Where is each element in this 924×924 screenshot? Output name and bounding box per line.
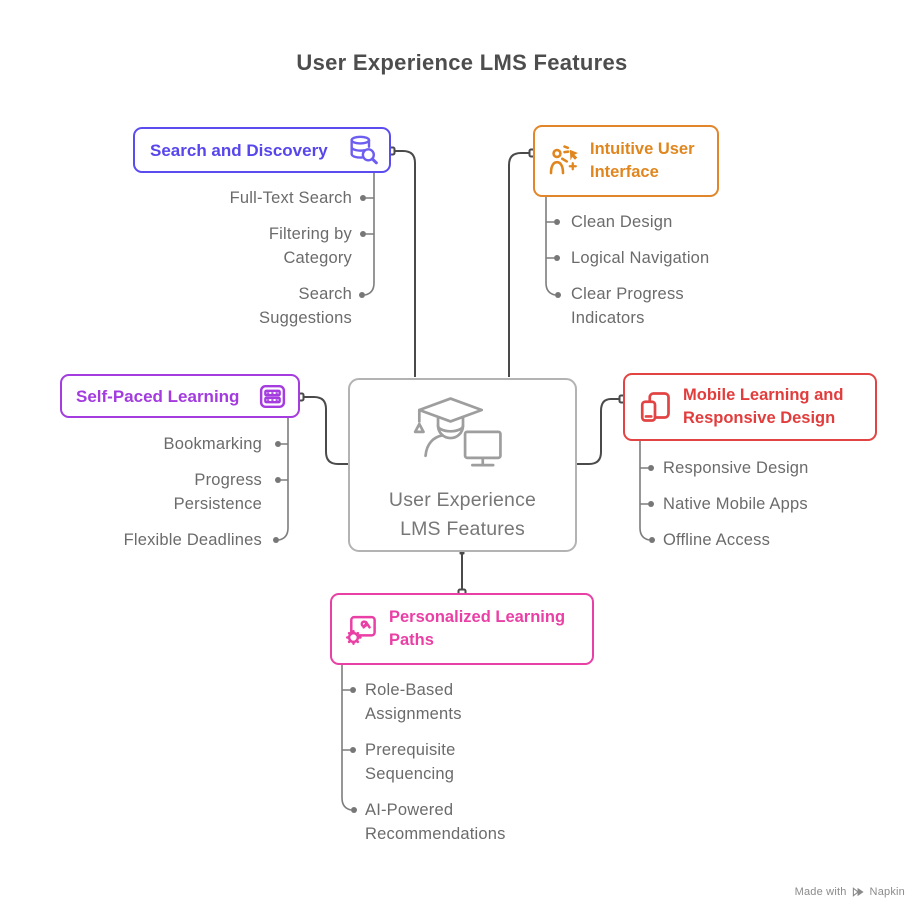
node-mobile-label: Mobile Learning and Responsive Design [683,386,844,427]
node-center: User Experience LMS Features [348,378,577,552]
subconnector-personalized [341,665,352,811]
sub-item-clean-design: Clean Design [571,213,673,231]
subconnector-intuitive [545,197,556,296]
sub-item-responsive-design: Responsive Design [663,459,809,477]
node-self-paced-learning: Self-Paced Learning [60,374,300,418]
subconnector-search [364,173,375,296]
center-title-line1: User Experience [388,489,537,511]
page-title: User Experience LMS Features [296,50,628,75]
watermark: Made with Napkin [795,886,905,898]
sub-item-full-text-search: Full-Text Search [229,189,352,207]
node-search-and-discovery: Search and Discovery [133,127,391,173]
sub-item-filtering-by-category: Filtering by Category [268,225,352,267]
keypad-grid-icon [259,384,286,408]
subconnector-selfpaced [278,418,289,541]
napkin-logo-icon [852,887,864,897]
database-search-icon [350,135,378,165]
connector-intuitive-center [508,152,533,377]
node-personalized-learning-paths: Personalized Learning Paths [330,593,594,665]
sub-item-bookmarking: Bookmarking [163,435,262,453]
node-intuitive-label: Intuitive User Interface [590,140,695,181]
connector-search-center [391,150,416,377]
sub-item-offline-access: Offline Access [663,531,771,549]
sub-item-search-suggestions: Search Suggestions [258,285,352,327]
watermark-brand: Napkin [869,886,905,898]
sub-item-progress-persistence: Progress Persistence [173,471,262,513]
user-with-cursor-icon [549,145,578,175]
node-intuitive-user-interface: Intuitive User Interface [533,125,719,197]
screen-person-gear-icon [345,615,376,645]
sub-item-role-based-assignments: Role-Based Assignments [365,681,462,723]
sub-item-logical-navigation: Logical Navigation [571,249,710,267]
sub-item-native-mobile-apps: Native Mobile Apps [663,495,808,513]
sub-item-prerequisite-sequencing: Prerequisite Sequencing [365,741,456,783]
node-personalized-label: Personalized Learning Paths [389,608,566,649]
connector-mobile-center [577,398,623,465]
graduate-with-monitor-icon [413,397,502,467]
center-title: User Experience LMS Features [389,486,536,544]
sub-item-flexible-deadlines: Flexible Deadlines [123,531,262,549]
subconnector-dots [273,195,655,813]
subconnector-mobile [639,441,650,541]
sub-item-ai-powered-recommendations: AI-Powered Recommendations [365,801,506,843]
node-mobile-learning: Mobile Learning and Responsive Design [623,373,877,441]
center-title-line2: LMS Features [400,518,525,540]
watermark-made-with: Made with [794,886,847,898]
node-search-label: Search and Discovery [150,140,328,160]
sub-item-clear-progress-indicators: Clear Progress Indicators [571,285,684,327]
node-selfpaced-label: Self-Paced Learning [76,386,240,406]
connector-selfpaced-center [300,396,348,465]
phone-tablet-icon [640,392,670,422]
